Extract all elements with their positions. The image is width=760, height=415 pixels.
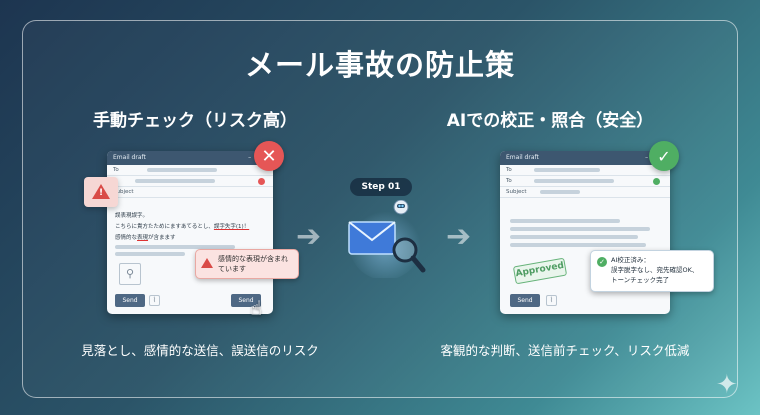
step-pill: Step 01	[350, 178, 412, 196]
body-bar	[510, 227, 650, 231]
body-line-2-text: こちらに貴方たためにますあてるとし、	[115, 224, 214, 230]
cc-placeholder-bar	[135, 179, 215, 183]
ai-bubble-line-2: 誤字脱字なし、宛先確認OK、	[611, 266, 699, 274]
error-dot-icon	[258, 178, 265, 185]
subject-row[interactable]: Subject	[107, 187, 273, 198]
subject-label: Subject	[506, 189, 527, 195]
attachment-icon[interactable]: ⚲	[119, 263, 141, 285]
ai-check-heading: AIでの校正・照合（安全）	[446, 111, 654, 131]
card-titlebar: Email draft – ×	[107, 151, 273, 165]
warning-triangle-icon	[92, 184, 110, 199]
ai-caption: 客観的な判断、送信前チェック、リスク低減	[440, 343, 690, 358]
to-row[interactable]: To	[107, 165, 273, 176]
email-draft-card-manual: Email draft – × To Subject 誤表現誤字。 こちらに貴方…	[107, 151, 273, 314]
body-line-2: こちらに貴方たためにますあてるとし、誤字失字(1)！	[115, 222, 249, 230]
to-label-2: To	[506, 178, 512, 184]
warning-bubble-text: 感情的な表現が含まれています	[218, 255, 288, 273]
ai-bubble-title: AI校正済み：	[611, 256, 650, 264]
page-title: メール事故の防止策	[244, 48, 515, 82]
close-x-icon: ✕	[254, 141, 284, 171]
sparkle-icon: ✦	[716, 370, 738, 400]
main-panel	[22, 20, 738, 398]
warning-tag: !	[84, 177, 118, 207]
ai-proofread-bubble: ✓ AI校正済み： 誤字脱字なし、宛先確認OK、 トーンチェック完了	[590, 250, 714, 292]
ai-bubble-line-3: トーンチェック完了	[611, 276, 670, 284]
to-label: To	[113, 167, 119, 173]
check-dot-icon	[653, 178, 660, 185]
body-line-3a: 感情的な	[115, 235, 138, 241]
warning-bubble: 感情的な表現が含まれています	[195, 249, 299, 279]
to-placeholder-bar	[534, 168, 600, 172]
body-bar	[510, 235, 638, 239]
body-line-3c: が含まます	[148, 235, 176, 241]
to-placeholder-bar	[534, 179, 614, 183]
to-row-2[interactable]: To	[500, 176, 670, 187]
subject-row[interactable]: Subject	[500, 187, 670, 198]
paperclip-icon[interactable]: ⌇	[149, 295, 160, 306]
paperclip-icon[interactable]: ⌇	[546, 295, 557, 306]
to-row[interactable]: To	[500, 165, 670, 176]
body-bar	[115, 245, 235, 249]
window-title: Email draft	[113, 154, 146, 161]
subject-label: Subject	[113, 189, 134, 195]
body-bar	[510, 219, 620, 223]
hand-cursor-icon: ☝	[250, 296, 263, 320]
check-icon: ✓	[649, 141, 679, 171]
body-line-1: 誤表現誤字。	[115, 213, 149, 219]
body-bar	[510, 243, 646, 247]
send-button[interactable]: Send	[510, 294, 540, 307]
body-bar	[115, 252, 185, 256]
card-titlebar: Email draft – ×	[500, 151, 670, 165]
typo-highlight: 誤字失字(1)！	[213, 224, 250, 230]
arrow-right-icon: ➔	[296, 219, 322, 254]
cc-row[interactable]	[107, 176, 273, 187]
envelope-magnifier-icon	[348, 200, 426, 278]
check-circle-icon: ✓	[597, 257, 607, 267]
arrow-right-icon: ➔	[446, 219, 472, 254]
manual-check-heading: 手動チェック（リスク高）	[93, 111, 297, 131]
body-line-3: 感情的な表現が含まます	[115, 233, 176, 241]
send-button-hover[interactable]: Send	[231, 294, 261, 307]
to-label: To	[506, 167, 512, 173]
exclamation-icon: !	[99, 188, 104, 198]
emotional-highlight: 表現	[137, 235, 149, 241]
send-button[interactable]: Send	[115, 294, 145, 307]
to-placeholder-bar	[147, 168, 217, 172]
window-title: Email draft	[506, 154, 539, 161]
manual-caption: 見落とし、感情的な送信、誤送信のリスク	[81, 343, 319, 358]
subject-placeholder-bar	[540, 190, 580, 194]
warning-triangle-icon	[201, 258, 213, 268]
